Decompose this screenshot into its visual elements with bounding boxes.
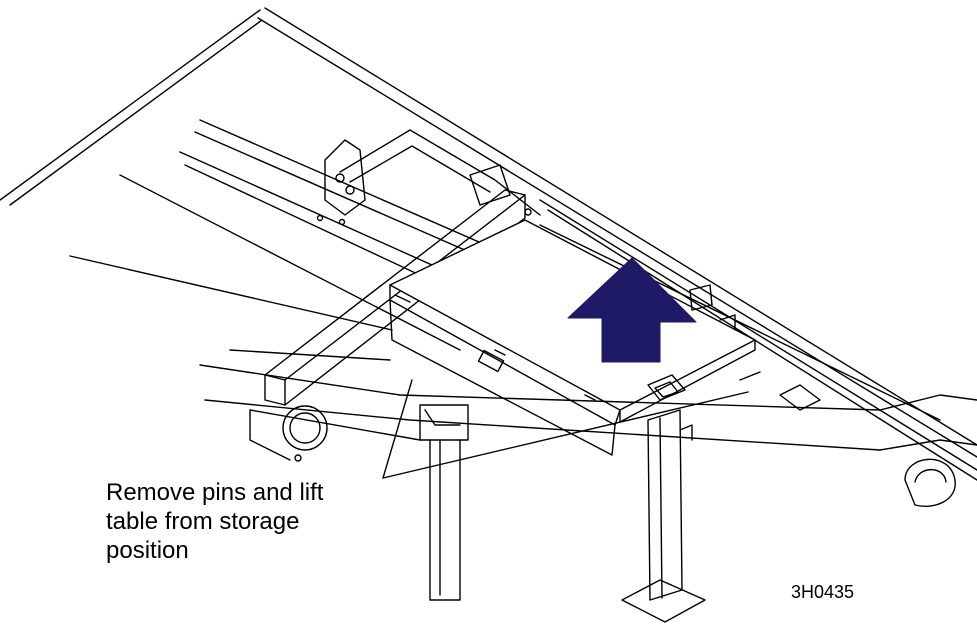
lid-handle (647, 374, 686, 401)
clamp-ring (249, 405, 328, 462)
callout-label: Remove pins and lift table from storage … (106, 479, 324, 564)
callout-leaders (382, 379, 749, 479)
figure-id: 3H0435 (791, 582, 855, 602)
lower-frame (199, 364, 977, 451)
background-panel (0, 7, 977, 481)
table-lid (389, 219, 756, 456)
right-assembly (689, 284, 761, 381)
left-leg (419, 404, 469, 601)
left-beam (264, 189, 532, 406)
center-leg (621, 409, 706, 623)
strap-loop (904, 458, 956, 507)
hinge-bracket (324, 139, 511, 216)
up-arrow-icon (567, 257, 697, 363)
